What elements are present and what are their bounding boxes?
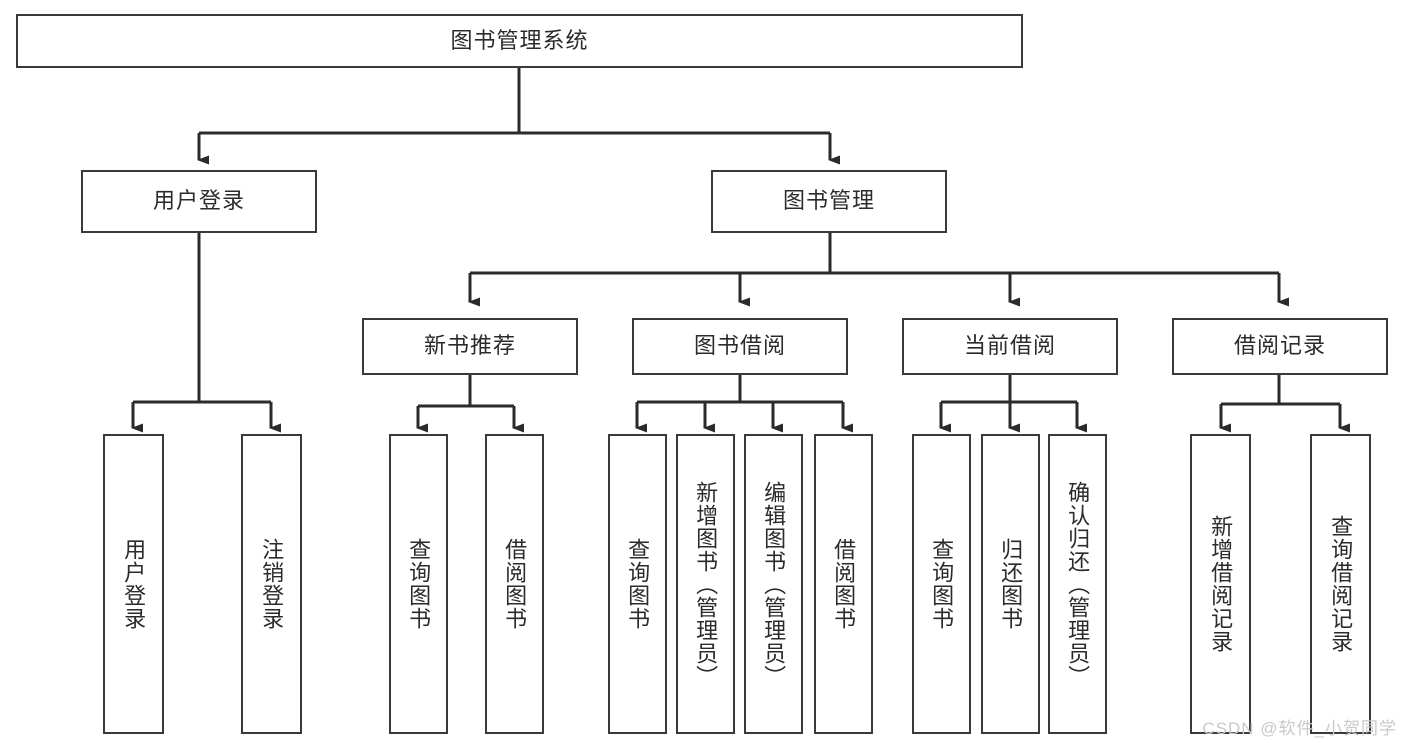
watermark-text: CSDN @软件_小贺同学 — [1202, 719, 1397, 738]
node-label: 新书推荐 — [423, 333, 516, 359]
node-label: 查询图书 — [406, 538, 432, 630]
leaf-book-borrow-edit[interactable]: 编辑图书（管理员） — [744, 434, 803, 734]
node-label: 查询图书 — [625, 538, 651, 630]
node-label: 借阅图书 — [502, 538, 528, 630]
node-label: 注销登录 — [259, 538, 285, 630]
node-label: 图书管理 — [782, 188, 875, 214]
node-current-borrow[interactable]: 当前借阅 — [902, 318, 1118, 375]
node-label: 查询图书 — [929, 538, 955, 630]
leaf-user-login-login[interactable]: 用户登录 — [103, 434, 164, 734]
node-book-management[interactable]: 图书管理 — [711, 170, 947, 233]
leaf-user-login-logout[interactable]: 注销登录 — [241, 434, 302, 734]
node-label: 归还图书 — [998, 538, 1024, 630]
leaf-book-borrow-borrow[interactable]: 借阅图书 — [814, 434, 873, 734]
node-label: 新增借阅记录 — [1208, 515, 1234, 653]
node-book-borrow[interactable]: 图书借阅 — [632, 318, 848, 375]
leaf-current-borrow-confirm-return[interactable]: 确认归还（管理员） — [1048, 434, 1107, 734]
node-label: 新增图书（管理员） — [693, 480, 719, 688]
node-user-login[interactable]: 用户登录 — [81, 170, 317, 233]
node-label: 查询借阅记录 — [1328, 515, 1354, 653]
node-new-book-recommend[interactable]: 新书推荐 — [362, 318, 578, 375]
leaf-current-borrow-query[interactable]: 查询图书 — [912, 434, 971, 734]
leaf-borrow-record-query[interactable]: 查询借阅记录 — [1310, 434, 1371, 734]
node-label: 当前借阅 — [963, 333, 1056, 359]
node-label: 图书借阅 — [693, 333, 786, 359]
leaf-new-book-borrow[interactable]: 借阅图书 — [485, 434, 544, 734]
node-label: 确认归还（管理员） — [1065, 480, 1091, 688]
node-label: 用户登录 — [121, 538, 147, 630]
node-label: 用户登录 — [152, 188, 245, 214]
leaf-book-borrow-add[interactable]: 新增图书（管理员） — [676, 434, 735, 734]
leaf-current-borrow-return[interactable]: 归还图书 — [981, 434, 1040, 734]
node-root-book-management-system[interactable]: 图书管理系统 — [16, 14, 1023, 68]
leaf-borrow-record-add[interactable]: 新增借阅记录 — [1190, 434, 1251, 734]
node-label: 借阅图书 — [831, 538, 857, 630]
leaf-book-borrow-query[interactable]: 查询图书 — [608, 434, 667, 734]
node-label: 编辑图书（管理员） — [761, 480, 787, 688]
node-label: 图书管理系统 — [450, 27, 589, 53]
node-borrow-record[interactable]: 借阅记录 — [1172, 318, 1388, 375]
node-label: 借阅记录 — [1233, 333, 1326, 359]
leaf-new-book-query[interactable]: 查询图书 — [389, 434, 448, 734]
